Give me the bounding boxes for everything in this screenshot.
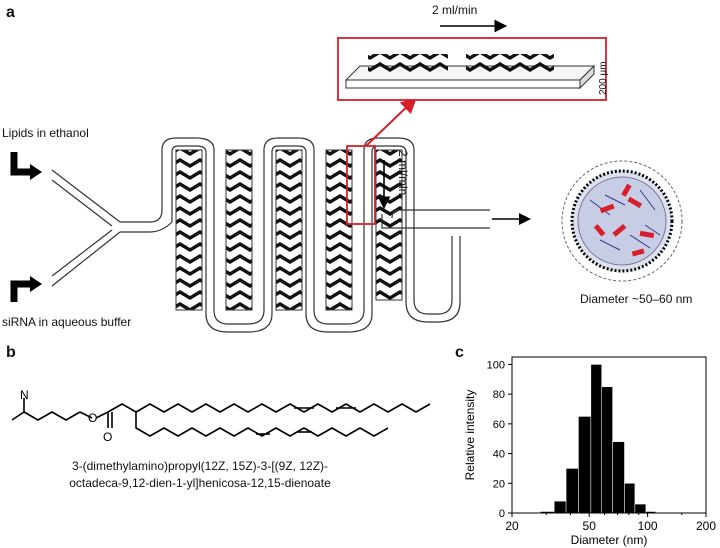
microfluidic-diagram [10,19,683,333]
zoom-arrow [365,97,417,147]
svg-text:N: N [20,388,29,402]
histogram-bar [612,441,625,514]
y-tick-label: 80 [493,389,505,401]
histogram-bar [553,500,567,514]
histogram-bar [590,364,602,514]
panel-label-a: a [6,4,15,21]
outlet-channel [381,209,490,229]
zoom-inset [337,37,607,101]
x-tick-label: 200 [696,519,716,533]
histogram-bar [601,386,613,514]
inlet-arrow-bottom [10,276,42,302]
svg-text:O: O [88,411,97,425]
y-tick-label: 100 [487,359,505,371]
plot-frame [511,356,707,514]
particle-diameter-label: Diameter ~50–60 nm [580,292,693,306]
highlight-box [346,145,376,225]
y-axis-label: Relative intensity [463,390,477,481]
x-tick-label: 100 [638,519,658,533]
y-tick-label: 40 [493,449,505,461]
flow-rate-top-label: 2 ml/min [432,3,478,17]
y-tick-label: 20 [493,478,505,490]
svg-text:O: O [103,430,112,444]
herringbone-columns [175,149,403,311]
x-axis-label: Diameter (nm) [571,533,648,547]
panel-label-b: b [6,344,16,361]
inlet-arrow-top [10,152,42,180]
x-tick-label: 20 [505,519,519,533]
lipid-nanoparticle [561,160,683,282]
histogram-bar [565,468,579,514]
serpentine-channel [161,137,461,333]
inlet-lipids-label: Lipids in ethanol [2,126,89,140]
histogram-bar [578,416,592,514]
histogram-bar [624,483,636,514]
molecule-name-line2: octadeca-9,12-dien-1-yl]henicosa-12,15-d… [69,476,331,490]
y-junction-channel [51,169,173,287]
histogram-bar [634,503,647,514]
inlet-sirna-label: siRNA in aqueous buffer [2,315,132,329]
x-tick-label: 50 [583,519,597,533]
molecule-name-line1: 3-(dimethylamino)propyl(12Z, 15Z)-3-[(9Z… [71,459,329,473]
panel-label-c: c [455,344,464,361]
y-tick-label: 60 [493,419,505,431]
y-tick-label: 0 [499,508,505,520]
